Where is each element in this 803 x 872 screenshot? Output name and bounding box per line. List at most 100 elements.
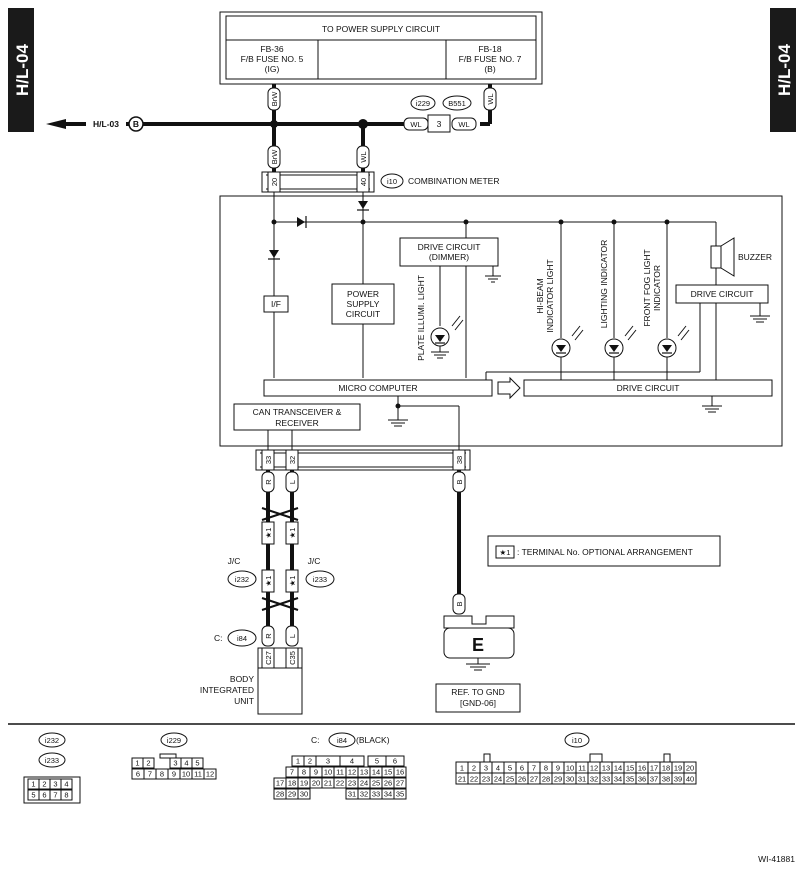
drive-dimmer-line1: DRIVE CIRCUIT (418, 242, 481, 252)
cv4-pin-36: 36 (638, 775, 646, 784)
side-tab-right: H/L-04 (770, 8, 796, 132)
cv4-pin-5: 5 (508, 764, 512, 773)
cv3-pin-21: 21 (324, 779, 332, 788)
i84-prefix: C: (214, 633, 223, 643)
i229-label: i229 (416, 99, 430, 108)
body-unit-line3: UNIT (234, 696, 254, 706)
combination-meter-label: COMBINATION METER (408, 176, 499, 186)
i232-label: i232 (235, 575, 249, 584)
cv4-pin-25: 25 (506, 775, 514, 784)
wire-wl-tag-1: WL (486, 93, 495, 104)
cv4-label: i10 (572, 736, 582, 745)
buzzer-label: BUZZER (738, 252, 772, 262)
meter-connector-bottom: 33 32 38 (255, 449, 471, 471)
cv1-pin-3: 3 (53, 780, 57, 789)
cv4-pin-12: 12 (590, 764, 598, 773)
fuse-right-name: F/B FUSE NO. 7 (459, 54, 522, 64)
cv2-pin-2: 2 (146, 759, 150, 768)
psc-line2: SUPPLY (347, 299, 380, 309)
cv4-pin-29: 29 (554, 775, 562, 784)
cv1-pin-6: 6 (42, 791, 46, 800)
pin-3-label: 3 (437, 119, 442, 129)
wire-brw-tag-1: BrW (270, 91, 279, 107)
psc-line3: CIRCUIT (346, 309, 380, 319)
cv3-pin-19: 19 (300, 779, 308, 788)
cv3-pin-27: 27 (396, 779, 404, 788)
front-fog-line2: INDICATOR (652, 265, 662, 311)
cv3-pin-23: 23 (348, 779, 356, 788)
jc-star-2: ★1 (288, 528, 297, 539)
cv3-pin-2: 2 (308, 757, 312, 766)
drive-circuit-big-label: DRIVE CIRCUIT (617, 383, 680, 393)
cv3-pin-30: 30 (300, 790, 308, 799)
cv4-pin-28: 28 (542, 775, 550, 784)
cv1-pin-1: 1 (31, 780, 35, 789)
cv3-pin-35: 35 (396, 790, 404, 799)
jc-label-left: J/C (228, 556, 241, 566)
cv4-pin-27: 27 (530, 775, 538, 784)
fuse-right-code: FB-18 (478, 44, 501, 54)
cv4-pin-4: 4 (496, 764, 500, 773)
cv4-pin-24: 24 (494, 775, 502, 784)
cv4-pin-33: 33 (602, 775, 610, 784)
cv2-pin-8: 8 (160, 770, 164, 779)
cv1-label-2: i233 (45, 756, 59, 765)
pin-c35-label: C35 (288, 651, 297, 665)
cv4-pin-26: 26 (518, 775, 526, 784)
b551-label: B551 (448, 99, 466, 108)
cv3-pin-12: 12 (348, 768, 356, 777)
cv3-pin-22: 22 (336, 779, 344, 788)
wire-b-tag-1: B (455, 479, 464, 484)
cv4-pin-7: 7 (532, 764, 536, 773)
cv2-label: i229 (167, 736, 181, 745)
cv4-pin-22: 22 (470, 775, 478, 784)
cv3-pin-10: 10 (324, 768, 332, 777)
cv2-pin-5: 5 (195, 759, 199, 768)
cv1-pin-8: 8 (64, 791, 68, 800)
cv3-pin-5: 5 (375, 757, 379, 766)
cv2-pin-9: 9 (172, 770, 176, 779)
cv3-pin-8: 8 (302, 768, 306, 777)
legend-text: : TERMINAL No. OPTIONAL ARRANGEMENT (517, 547, 693, 557)
cv4-pin-34: 34 (614, 775, 622, 784)
figure-code: WI-41881 (758, 854, 795, 864)
i84-label: i84 (237, 634, 247, 643)
cv3-pin-16: 16 (396, 768, 404, 777)
pin-20-label: 20 (270, 178, 279, 186)
cv4-pin-3: 3 (484, 764, 488, 773)
cv3-pin-26: 26 (384, 779, 392, 788)
cv2-pin-11: 11 (194, 770, 202, 779)
cv3-pin-11: 11 (336, 768, 344, 777)
cv1-pin-5: 5 (31, 791, 35, 800)
can-line1: CAN TRANSCEIVER & (253, 407, 342, 417)
cv4-pin-1: 1 (460, 764, 464, 773)
cv1-pin-2: 2 (42, 780, 46, 789)
cv4-pin-2: 2 (472, 764, 476, 773)
jc-label-right: J/C (308, 556, 321, 566)
ground-e: E REF. TO GND [GND-06] (435, 615, 521, 713)
side-tab-right-label: H/L-04 (775, 43, 794, 96)
harness-ref-label: H/L-03 (93, 119, 119, 129)
cv4-pin-18: 18 (662, 764, 670, 773)
wire-wl-tag-2: WL (359, 151, 368, 162)
body-integrated-unit: C: i84 R L C27 C35 BODY INTEGRATED UNIT (200, 625, 303, 715)
legend: ★1 : TERMINAL No. OPTIONAL ARRANGEMENT (487, 535, 721, 567)
cv1-label-1: i232 (45, 736, 59, 745)
cv4-pin-40: 40 (686, 775, 694, 784)
psc-line1: POWER (347, 289, 379, 299)
wire-r-tag-2: R (264, 633, 273, 639)
junction-connectors: ★1 ★1 ★1 ★1 J/C J/C i232 i233 (227, 521, 335, 593)
fuse-left-code: FB-36 (260, 44, 283, 54)
cv3-pin-33: 33 (372, 790, 380, 799)
cv3-pin-1: 1 (296, 757, 300, 766)
plate-illumi-label: PLATE ILLUMI. LIGHT (416, 275, 426, 361)
cv3-pin-13: 13 (360, 768, 368, 777)
cv3-pin-34: 34 (384, 790, 392, 799)
pin-40-label: 40 (359, 178, 368, 186)
cv4-pin-19: 19 (674, 764, 682, 773)
cv3-pin-32: 32 (360, 790, 368, 799)
wire-wl-tag-3: WL (410, 120, 421, 129)
